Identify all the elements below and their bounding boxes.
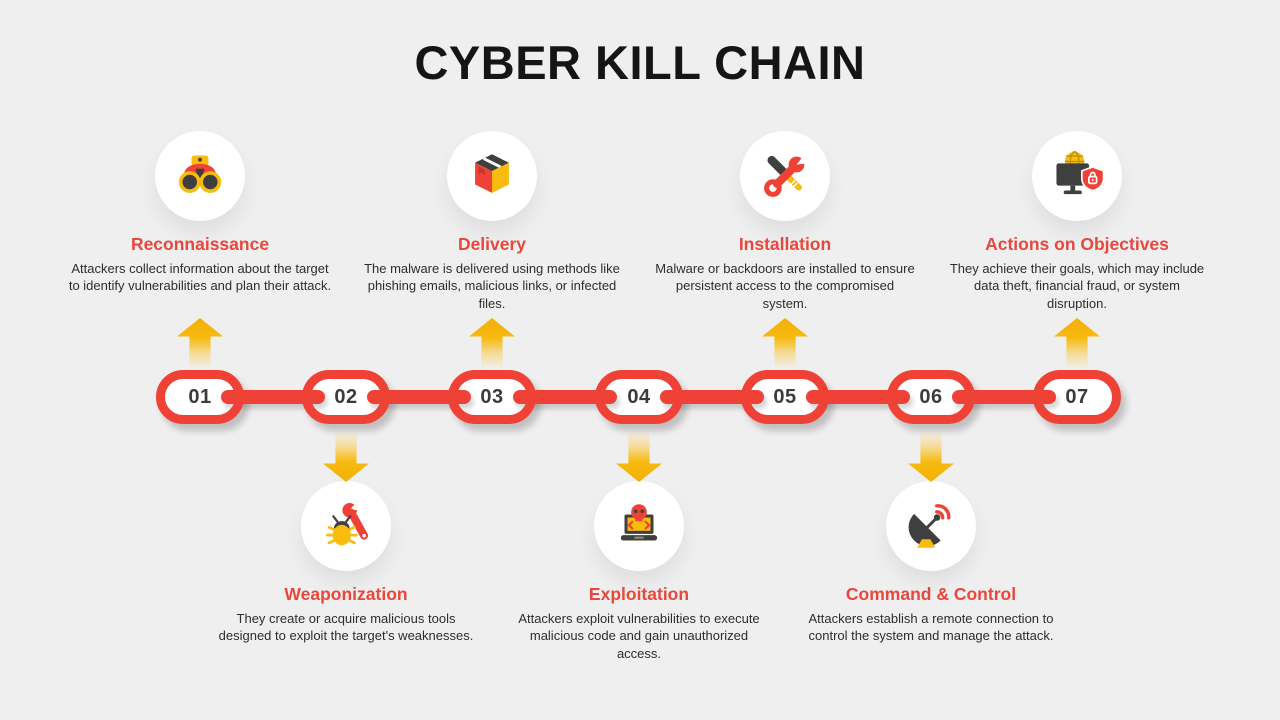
chain-link-ring xyxy=(741,370,829,424)
monitor-shield-icon xyxy=(1056,151,1105,195)
command-control-icon-circle xyxy=(886,481,976,571)
stage-title: Exploitation xyxy=(588,584,690,604)
chain-link-02: 02 xyxy=(302,370,390,424)
stage-title: Weaponization xyxy=(284,584,408,604)
stage-reconnaissance: Reconnaissance Attackers collect informa… xyxy=(68,131,332,295)
reconnaissance-icon-circle xyxy=(155,131,245,221)
chain-link-number: 04 xyxy=(627,385,651,408)
stage-title: Delivery xyxy=(457,234,527,254)
up-arrow-delivery xyxy=(469,318,515,368)
wrench-screwdriver-icon xyxy=(764,154,810,197)
exploitation-icon-circle xyxy=(594,481,684,571)
stage-description: Attackers exploit vulnerabilities to exe… xyxy=(518,611,760,661)
stage-description: Attackers establish a remote connection … xyxy=(808,611,1054,644)
down-arrow-command-control xyxy=(908,432,954,482)
chain-link-number: 01 xyxy=(188,385,212,408)
stage-exploitation: Exploitation Attackers exploit vulnerabi… xyxy=(507,481,771,662)
down-arrow-exploitation xyxy=(616,432,662,482)
stage-command-control: Command & Control Attackers establish a … xyxy=(799,481,1063,645)
chain-link-ring xyxy=(887,370,975,424)
chain-link-03: 03 xyxy=(448,370,536,424)
laptop-skull-icon xyxy=(620,504,658,541)
stage-description: The malware is delivered using methods l… xyxy=(364,261,620,311)
stage-description: They create or acquire malicious tools d… xyxy=(218,611,474,644)
actions-objectives-icon-circle xyxy=(1032,131,1122,221)
chain-link-04: 04 xyxy=(595,370,683,424)
chain-connector xyxy=(660,390,764,404)
bug-wrench-icon xyxy=(325,501,369,546)
chain-connector xyxy=(513,390,617,404)
chain-link-05: 05 xyxy=(741,370,829,424)
chain-link-number: 06 xyxy=(919,385,943,408)
chain-link-ring xyxy=(302,370,390,424)
satellite-dish-icon xyxy=(908,504,951,548)
chain-link-number: 02 xyxy=(334,385,358,408)
up-arrow-installation xyxy=(762,318,808,368)
binoculars-icon xyxy=(178,155,222,193)
stage-title: Installation xyxy=(738,234,832,254)
stage-title: Reconnaissance xyxy=(130,234,270,254)
up-arrow-reconnaissance xyxy=(177,318,223,368)
chain-connector xyxy=(952,390,1056,404)
chain-link-ring xyxy=(448,370,536,424)
chain-link-06: 06 xyxy=(887,370,975,424)
chain-link-ring xyxy=(1033,370,1121,424)
stage-actions-on-objectives: Actions on Objectives They achieve their… xyxy=(945,131,1209,312)
chain-connector xyxy=(806,390,910,404)
chain-link-01: 01 xyxy=(156,370,244,424)
stage-title: Actions on Objectives xyxy=(985,234,1169,254)
down-arrow-weaponization xyxy=(323,432,369,482)
stage-weaponization: Weaponization They create or acquire mal… xyxy=(214,481,478,645)
chain-link-ring xyxy=(156,370,244,424)
stage-description: Attackers collect information about the … xyxy=(68,261,332,294)
stage-installation: Installation Malware or backdoors are in… xyxy=(653,131,917,312)
chain-link-number: 03 xyxy=(480,385,504,408)
stage-delivery: Delivery The malware is delivered using … xyxy=(360,131,624,312)
chain-link-number: 07 xyxy=(1065,385,1089,408)
page-title: CYBER KILL CHAIN xyxy=(414,36,866,89)
chain-link-07: 07 xyxy=(1033,370,1121,424)
weaponization-icon-circle xyxy=(301,481,391,571)
chain-connector xyxy=(221,390,325,404)
up-arrow-actions-on-objectives xyxy=(1054,318,1100,368)
package-icon xyxy=(475,154,509,193)
stage-title: Command & Control xyxy=(845,584,1017,604)
installation-icon-circle xyxy=(740,131,830,221)
stage-description: Malware or backdoors are installed to en… xyxy=(655,261,915,311)
chain-connector xyxy=(367,390,471,404)
delivery-icon-circle xyxy=(447,131,537,221)
chain-link-ring xyxy=(595,370,683,424)
stage-description: They achieve their goals, which may incl… xyxy=(949,261,1205,311)
chain-link-number: 05 xyxy=(773,385,797,408)
